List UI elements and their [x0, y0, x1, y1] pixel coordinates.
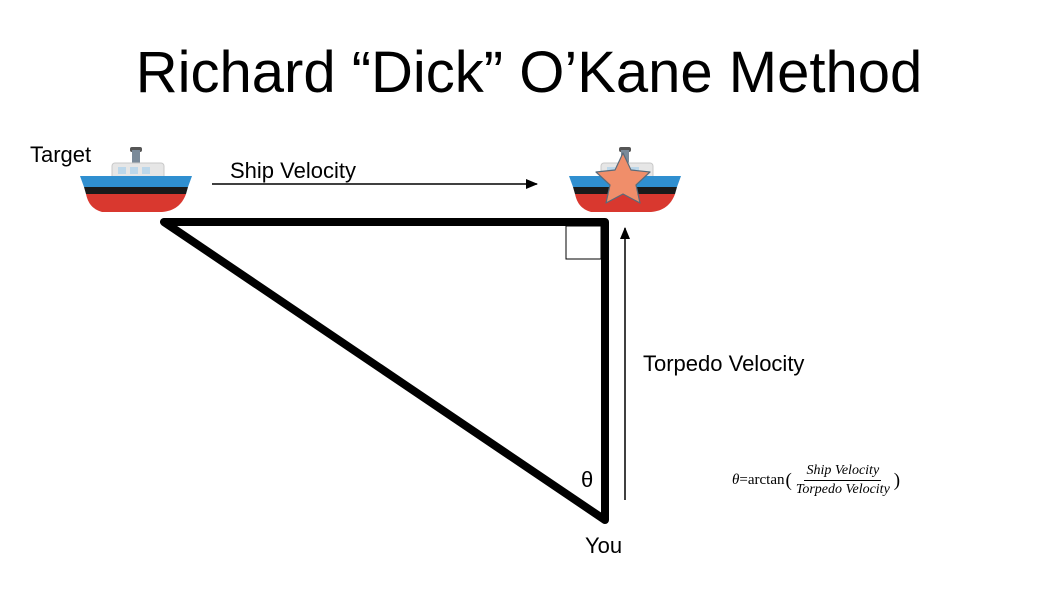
target-label: Target	[30, 142, 92, 167]
formula-close-paren: )	[893, 469, 901, 491]
right-angle-marker	[565, 225, 602, 260]
formula-function: arctan	[747, 471, 785, 488]
theta-angle-label: θ	[581, 467, 594, 492]
ship-velocity-label: Ship Velocity	[230, 158, 356, 183]
star-icon	[595, 152, 651, 204]
torpedo-velocity-label: Torpedo Velocity	[643, 351, 805, 376]
formula-denominator: Torpedo Velocity	[795, 481, 890, 497]
formula-fraction: Ship Velocity Torpedo Velocity	[794, 463, 892, 498]
right-triangle	[160, 218, 609, 524]
formula-theta: θ	[732, 471, 740, 488]
arctan-formula: θ = arctan ( Ship Velocity Torpedo Veloc…	[732, 460, 901, 500]
ship-icon	[80, 147, 192, 212]
formula-numerator: Ship Velocity	[804, 463, 882, 481]
formula-equals: =	[739, 471, 748, 488]
you-label: You	[585, 533, 623, 558]
slide-title: Richard “Dick” O’Kane Method	[135, 40, 923, 105]
formula-open-paren: (	[785, 469, 792, 491]
